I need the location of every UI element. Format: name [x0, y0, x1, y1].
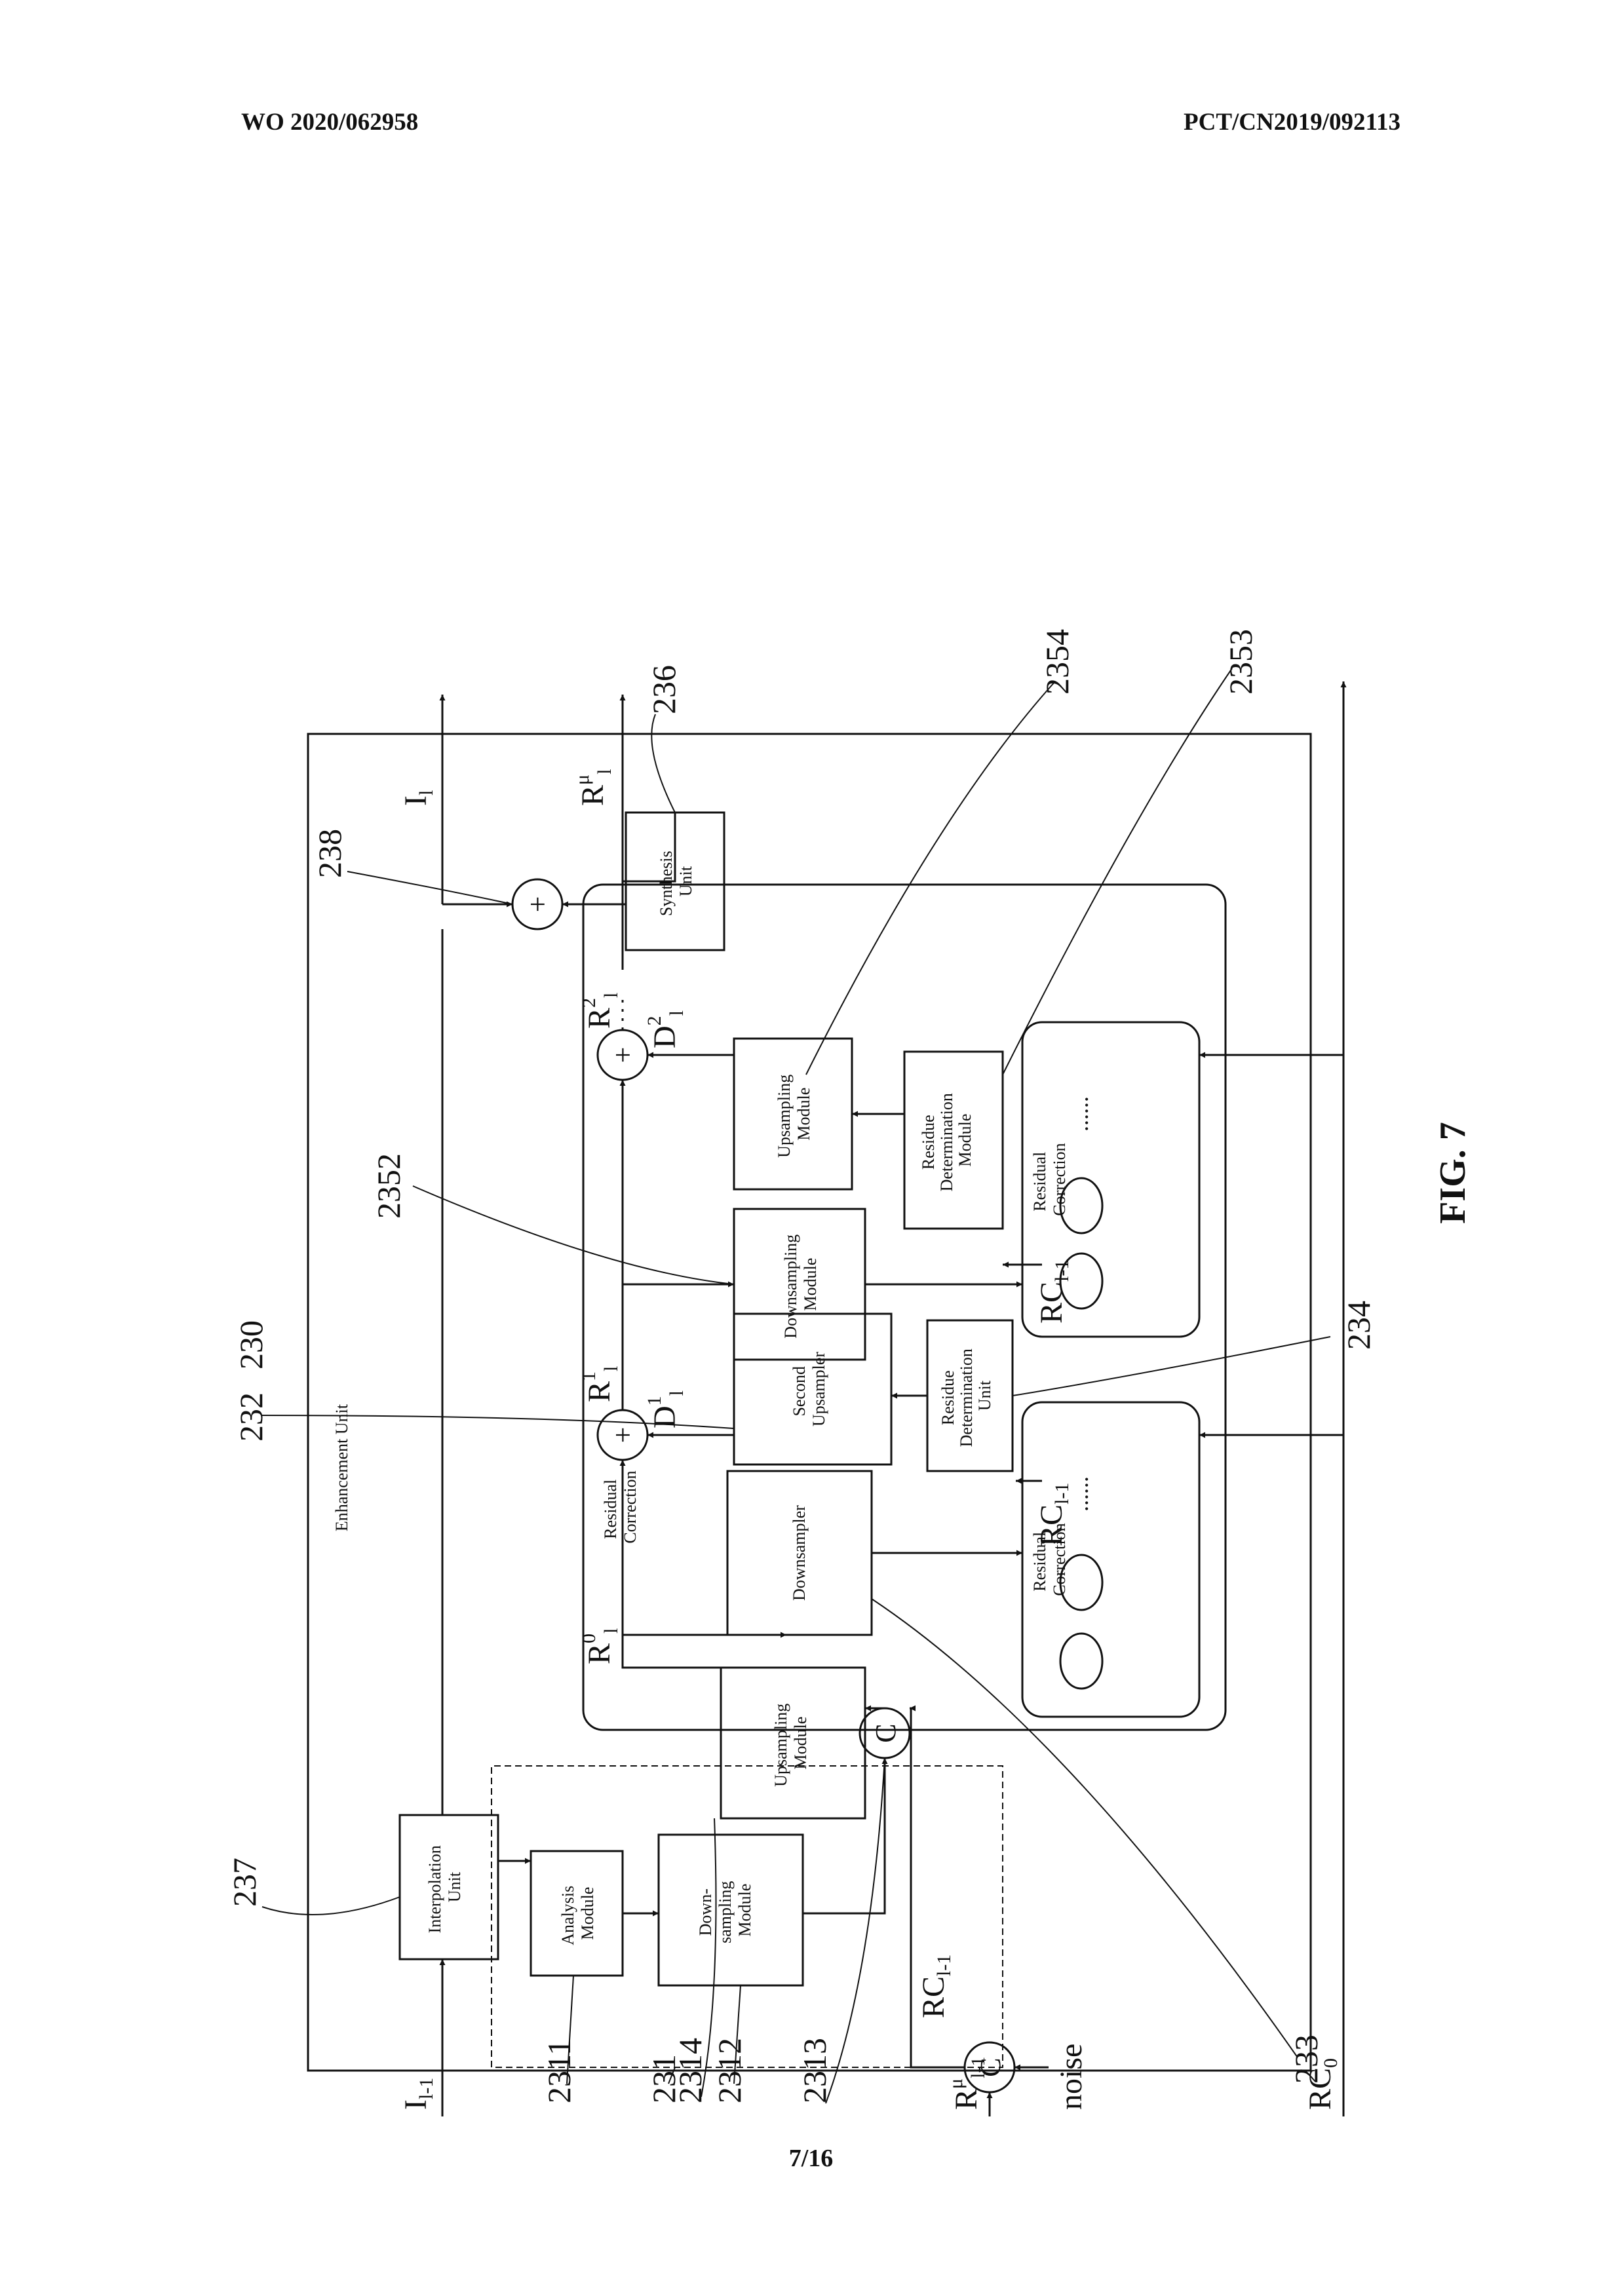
plus-r1-symbol: + — [607, 1427, 639, 1444]
leader-2313 — [826, 1758, 885, 2103]
ref-236: 236 — [646, 665, 682, 714]
ref-2312: 2312 — [711, 2038, 748, 2103]
rotated-diagram: + + + C C Interpolation Unit Analysis Mo… — [216, 419, 1396, 2123]
header-publication-number: WO 2020/062958 — [241, 108, 418, 136]
ref-2353: 2353 — [1222, 629, 1259, 695]
signal-rc-prev-2: RCl-1 — [1034, 1260, 1073, 1324]
diagram-area: + + + C C Interpolation Unit Analysis Mo… — [216, 419, 1396, 2123]
second-upsampler-label: Second Upsampler — [790, 1352, 828, 1426]
ref-238: 238 — [311, 829, 348, 878]
plus-238-symbol: + — [522, 896, 554, 913]
header-application-number: PCT/CN2019/092113 — [1184, 108, 1400, 136]
interpolation-unit-label: Interpolation Unit — [425, 1841, 464, 1934]
residue-determination-module-label: Residue Determination Module — [919, 1089, 975, 1192]
inner-circle-1a — [1060, 1634, 1102, 1689]
page-number: 7/16 — [0, 2144, 1622, 2173]
ref-237: 237 — [226, 1858, 263, 1907]
analysis-module-label: Analysis Module — [558, 1881, 597, 1945]
plus-r2-symbol: + — [607, 1047, 639, 1063]
leader-2354 — [806, 681, 1055, 1075]
leader-2353 — [1003, 668, 1232, 1075]
enhancement-unit-label: Enhancement Unit — [332, 1404, 351, 1531]
ref-2313: 2313 — [796, 2038, 833, 2103]
signal-r-mu-out: Rμl — [571, 769, 615, 806]
wire-r0 — [623, 1460, 793, 1668]
signal-r1: R1l — [578, 1366, 622, 1402]
signal-d2: D2l — [644, 1010, 687, 1048]
signal-d1: D1l — [644, 1390, 687, 1428]
figure-label: FIG. 7 — [1432, 1107, 1471, 1238]
dots-inner-2: ...... — [1067, 1096, 1093, 1132]
signal-rc-prev-3: RCl-1 — [916, 1955, 955, 2018]
downsampling-module-2352-label: Downsampling Module — [781, 1230, 820, 1338]
ref-233: 233 — [1288, 2035, 1324, 2084]
leader-238 — [347, 871, 512, 904]
signal-i-out: Il — [398, 790, 437, 806]
ref-232: 232 — [233, 1392, 269, 1442]
signal-i-prev: Il-1 — [398, 2078, 437, 2110]
residual-correction-outer-label: Residual Correction — [601, 1470, 640, 1543]
block-diagram-svg: + + + C C Interpolation Unit Analysis Mo… — [216, 419, 1396, 2123]
residue-determination-unit-label: Residue Determination Unit — [938, 1345, 994, 1447]
ref-2311: 2311 — [541, 2039, 577, 2103]
signal-noise: noise — [1054, 2044, 1089, 2110]
down-sampling-module-label: Down- sampling Module — [696, 1877, 754, 1943]
ref-2354: 2354 — [1039, 629, 1075, 695]
signal-r2: R2l — [578, 993, 622, 1029]
downsampler-label: Downsampler — [790, 1505, 809, 1601]
ref-230: 230 — [233, 1320, 269, 1369]
leader-234 — [1013, 1337, 1330, 1396]
leader-236 — [651, 714, 675, 813]
signal-r0: R0l — [578, 1628, 622, 1664]
ref-2352: 2352 — [370, 1153, 407, 1219]
upsampling-module-2354-label: Upsampling Module — [775, 1070, 813, 1158]
ref-234: 234 — [1340, 1301, 1377, 1350]
upsampling-module-2314-label: Upsampling Module — [771, 1699, 810, 1787]
signal-rc-prev-1: RCl-1 — [1034, 1483, 1073, 1546]
signal-r-mu-prev: Rμl-1 — [945, 2057, 989, 2110]
concat-2313-symbol: C — [870, 1723, 902, 1742]
residual-correction-inner-2-label: Residual Correction — [1030, 1143, 1069, 1215]
leader-237 — [262, 1897, 400, 1915]
ref-2314: 2314 — [672, 2038, 708, 2103]
leader-2352 — [413, 1186, 734, 1284]
